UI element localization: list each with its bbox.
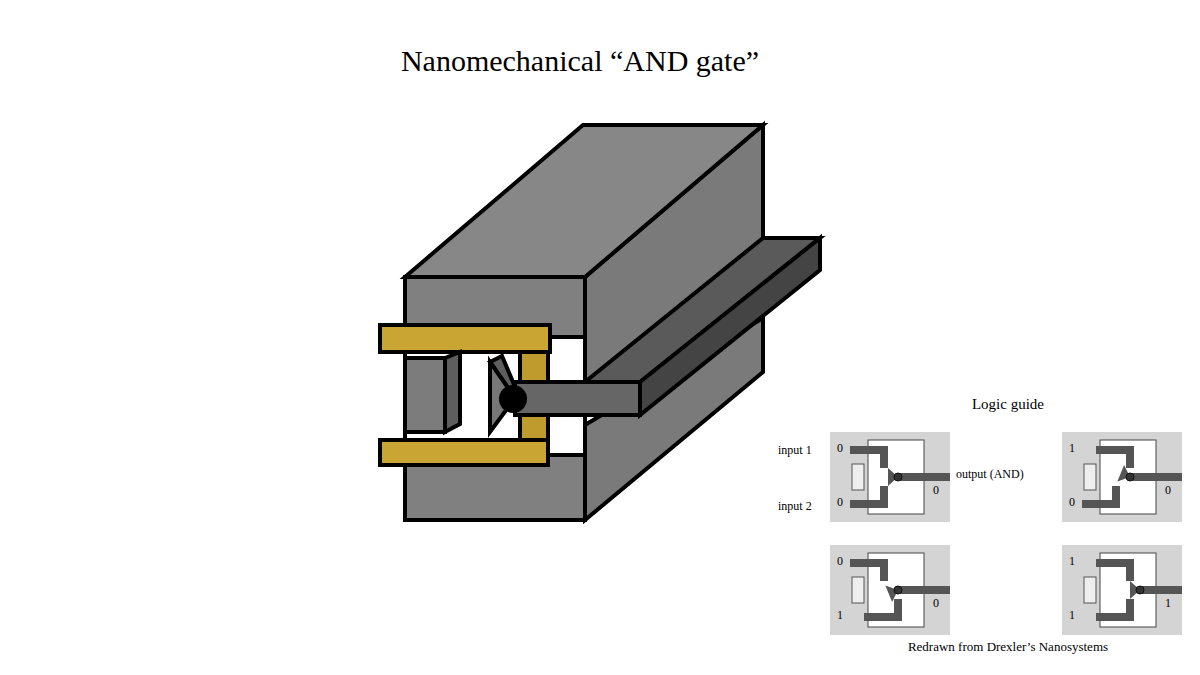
- output-rod-side: [640, 238, 820, 415]
- output-rod: [1128, 473, 1182, 481]
- panel-ground: [830, 545, 950, 635]
- logic-panel: [1062, 432, 1182, 522]
- input-1-arm: [880, 559, 888, 581]
- logic-panel: [830, 432, 950, 522]
- logic-value: 0: [932, 484, 940, 497]
- gold-frame-lower-arm: [380, 440, 548, 465]
- logic-value: 0: [836, 555, 844, 568]
- output-wedge: [1117, 465, 1133, 485]
- panel-block: [1084, 464, 1096, 490]
- logic-value: 1: [1164, 597, 1172, 610]
- caption: Redrawn from Drexler’s Nanosystems: [908, 640, 1108, 654]
- logic-value: 0: [836, 496, 844, 509]
- upper-block-top: [405, 125, 763, 277]
- output-rod: [896, 473, 950, 481]
- input-1-arm: [880, 446, 888, 468]
- section-heading: Logic guide: [972, 396, 1044, 413]
- title: Nanomechanical “AND gate”: [401, 44, 759, 77]
- logic-panel: [830, 545, 950, 635]
- and-gate-figure: [380, 125, 820, 520]
- panel-block: [852, 577, 864, 603]
- input-2-arm: [880, 486, 888, 508]
- logic-value: 0: [1068, 496, 1076, 509]
- output-rod-front: [515, 382, 640, 415]
- panel-pivot: [1136, 586, 1144, 594]
- logic-value: 1: [1068, 442, 1076, 455]
- logic-value: 1: [1068, 609, 1076, 622]
- panel-block: [852, 464, 864, 490]
- panel-ground: [1062, 432, 1182, 522]
- pivot: [501, 387, 525, 411]
- input-2-arm: [1126, 599, 1134, 621]
- input-block: [405, 358, 445, 432]
- panel-pivot: [1126, 473, 1134, 481]
- gold-frame-upper-arm: [380, 325, 550, 352]
- logic-value: 1: [836, 609, 844, 622]
- output-rod: [896, 586, 950, 594]
- output-rod: [1138, 586, 1182, 594]
- logic-value: 0: [836, 442, 844, 455]
- logic-guide-panels: [830, 432, 1182, 635]
- input-2-arm: [894, 599, 902, 621]
- input-2-arm: [1112, 486, 1120, 508]
- input-1-arm: [1126, 559, 1134, 581]
- signal-name: input 1: [778, 444, 812, 457]
- logic-value: 0: [1164, 484, 1172, 497]
- logic-panel: [1062, 545, 1182, 635]
- input-1-arm: [1126, 446, 1134, 468]
- logic-value: 0: [932, 597, 940, 610]
- panel-ground: [1062, 545, 1182, 635]
- signal-name: output (AND): [956, 468, 1024, 481]
- panel-pivot: [894, 473, 902, 481]
- panel-pivot: [894, 586, 902, 594]
- input-block-side: [445, 352, 460, 432]
- logic-value: 1: [1068, 555, 1076, 568]
- panel-block: [1084, 577, 1096, 603]
- panel-ground: [830, 432, 950, 522]
- signal-name: input 2: [778, 500, 812, 513]
- output-wedge: [885, 582, 901, 602]
